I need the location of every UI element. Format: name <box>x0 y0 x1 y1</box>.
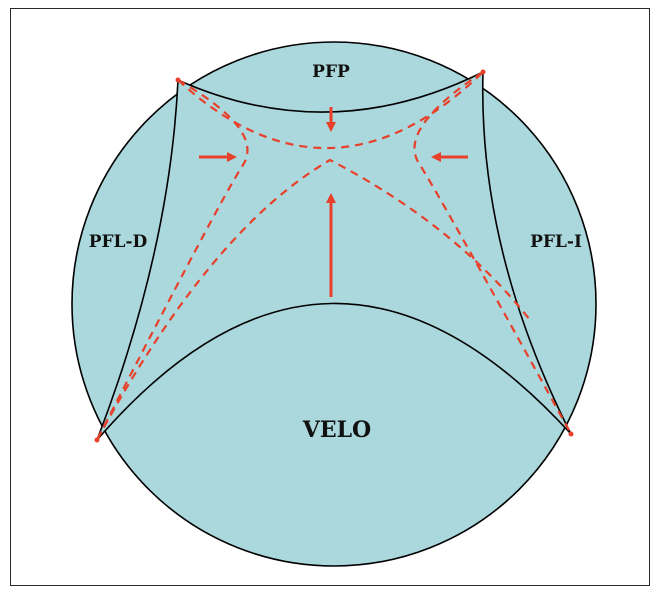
pfl-i-boundary <box>481 71 572 435</box>
figure-frame <box>10 8 650 586</box>
central-region <box>97 72 571 440</box>
label-pfl-d: PFL-D <box>89 232 148 252</box>
vertex-top-left <box>175 77 181 83</box>
label-pfp: PFP <box>312 62 350 82</box>
pfl-d-boundary <box>96 79 179 441</box>
label-pfl-i: PFL-I <box>530 232 582 252</box>
dashed-right-inner <box>413 71 572 435</box>
vertex-bottom-left <box>94 437 100 443</box>
vertices <box>94 69 574 443</box>
dashed-curves <box>96 71 572 441</box>
label-velo: VELO <box>302 417 371 443</box>
vertex-bottom-right <box>568 431 574 437</box>
velo-boundary <box>96 302 572 441</box>
dashed-middle-arch <box>96 158 531 441</box>
dashed-top-curve <box>177 71 484 150</box>
dashed-left-inner <box>96 79 249 441</box>
vertex-top-right <box>480 69 486 75</box>
arrows <box>199 107 468 297</box>
